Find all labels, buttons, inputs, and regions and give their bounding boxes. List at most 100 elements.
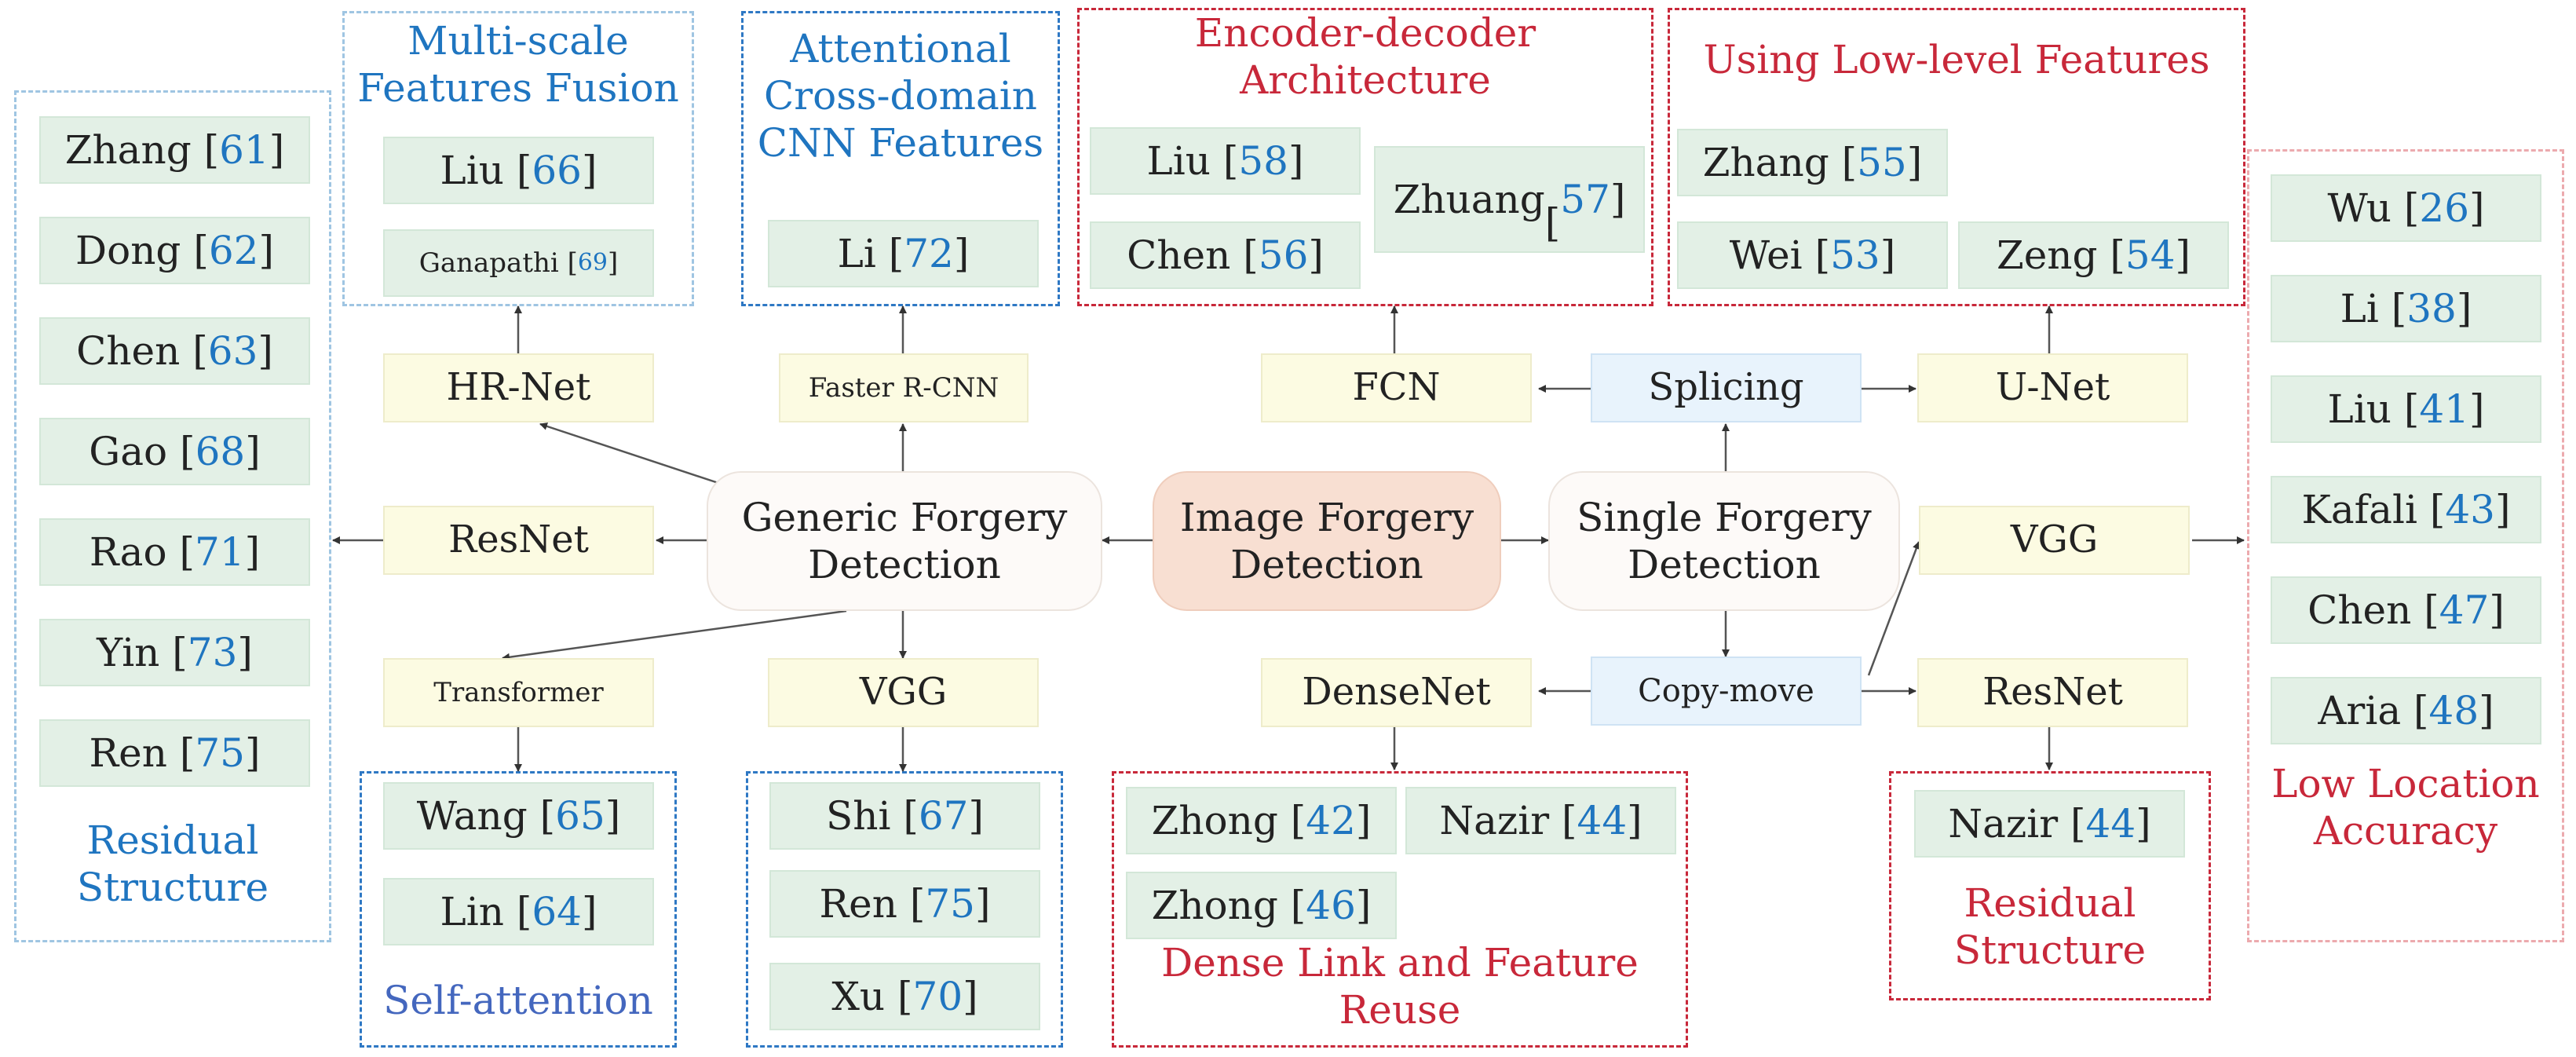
ref-card: Ren [75] <box>39 719 310 787</box>
node-faster-rcnn: Faster R-CNN <box>779 353 1029 422</box>
ref-card: Wu [26] <box>2271 174 2541 242</box>
self-attention-group <box>360 771 677 1048</box>
ref-author: Ren <box>819 881 897 927</box>
ref-number: 71 <box>194 529 245 575</box>
ref-author: Chen <box>2307 587 2412 633</box>
ref-author: Shi <box>826 793 891 839</box>
ref-card: Xu [70] <box>769 963 1040 1030</box>
ref-number: 47 <box>2439 587 2490 633</box>
ref-card: Zeng [54] <box>1958 221 2229 289</box>
ref-card: Shi [67] <box>769 782 1040 850</box>
copymove-residual-group <box>1889 771 2211 1000</box>
ref-number: 64 <box>532 889 582 934</box>
node-single-forgery-detection: Single Forgery Detection <box>1548 471 1900 611</box>
ref-author: Wu <box>2327 185 2392 231</box>
ref-card: Wang [65] <box>383 782 654 850</box>
multiscale-fusion-title: Multi-scale Features Fusion <box>357 18 679 111</box>
attentional-features-title: Attentional Cross-domain CNN Features <box>757 26 1044 166</box>
ref-author: Wang <box>416 793 528 839</box>
node-fcn: FCN <box>1261 353 1532 422</box>
ref-author: Zhuang <box>1393 177 1545 222</box>
arrow-generic-to-transformer <box>502 609 847 661</box>
node-unet: U-Net <box>1917 353 2188 422</box>
ref-card: Li [38] <box>2271 275 2541 342</box>
ref-author: Xu <box>831 974 886 1019</box>
dense-link-group <box>1112 771 1688 1048</box>
residual-structure-group <box>14 90 331 942</box>
ref-number: 75 <box>195 730 245 776</box>
ref-number: 69 <box>577 249 608 276</box>
ref-number: 44 <box>1577 798 1628 843</box>
ref-author: Li <box>837 231 876 276</box>
single-forgery-label: Single Forgery Detection <box>1577 495 1872 587</box>
ref-card: Kafali [43] <box>2271 476 2541 543</box>
node-generic-forgery-detection: Generic Forgery Detection <box>707 471 1102 611</box>
ref-number: 65 <box>555 793 605 839</box>
ref-number: 53 <box>1830 232 1880 278</box>
ref-number: 75 <box>925 881 975 927</box>
ref-author: Liu <box>2327 386 2391 432</box>
ref-card: Nazir [44] <box>1405 787 1676 854</box>
node-densenet: DenseNet <box>1261 658 1532 727</box>
ref-card: Zhang [55] <box>1677 129 1948 196</box>
ref-card: Nazir [44] <box>1914 790 2185 858</box>
ref-author: Chen <box>76 328 181 374</box>
copymove-residual-title: Residual Structure <box>1953 880 2147 973</box>
ref-number: 73 <box>187 630 238 675</box>
ref-number: 54 <box>2125 232 2176 278</box>
ref-card: Zhuang[57] <box>1374 146 1645 253</box>
ref-number: 58 <box>1238 138 1288 184</box>
ref-card: Liu [66] <box>383 137 654 204</box>
residual-structure-title: Residual Structure <box>76 817 269 910</box>
dense-link-title: Dense Link and Feature Reuse <box>1161 940 1639 1033</box>
self-attention-title: Self-attention <box>383 978 653 1023</box>
ref-card: Zhong [42] <box>1126 787 1397 854</box>
ref-number: 68 <box>195 429 246 474</box>
ref-card: Liu [58] <box>1090 127 1361 195</box>
ref-card: Yin [73] <box>39 619 310 686</box>
ref-number: 43 <box>2445 487 2495 532</box>
ref-card: Gao [68] <box>39 418 310 485</box>
node-image-forgery-detection: Image Forgery Detection <box>1153 471 1501 611</box>
multiscale-fusion-group <box>342 11 694 306</box>
ref-number: 67 <box>918 793 969 839</box>
low-level-features-title: Using Low-level Features <box>1703 37 2210 82</box>
ref-author: Zeng <box>1996 232 2098 278</box>
ref-card: Ren [75] <box>769 870 1040 938</box>
ref-number: 56 <box>1258 232 1309 278</box>
ref-number: 55 <box>1857 140 1907 185</box>
node-hrnet: HR-Net <box>383 353 654 422</box>
node-transformer: Transformer <box>383 658 654 727</box>
node-resnet-generic: ResNet <box>383 506 654 575</box>
ref-author: Nazir <box>1439 798 1550 843</box>
ref-author: Zhong <box>1151 798 1278 843</box>
ref-number: 57 <box>1560 177 1610 222</box>
ref-number: 62 <box>208 228 259 273</box>
ref-card: Chen [56] <box>1090 221 1361 289</box>
ref-card: Zhang [61] <box>39 116 310 184</box>
ref-author: Wei <box>1729 232 1803 278</box>
node-vgg-generic: VGG <box>768 658 1039 727</box>
ref-number: 61 <box>219 127 269 173</box>
node-vgg-copymove: VGG <box>1919 506 2190 575</box>
ref-number: 42 <box>1306 798 1356 843</box>
ref-card: Wei [53] <box>1677 221 1948 289</box>
ref-author: Dong <box>75 228 181 273</box>
ref-author: Rao <box>89 529 167 575</box>
ref-card: Aria [48] <box>2271 677 2541 744</box>
node-resnet-copymove: ResNet <box>1917 658 2188 727</box>
encoder-decoder-title: Encoder-decoder Architecture <box>1194 10 1536 103</box>
ref-card: Lin [64] <box>383 878 654 945</box>
ref-card: Ganapathi [69] <box>383 229 654 297</box>
low-level-features-group <box>1668 8 2245 306</box>
ref-card: Dong [62] <box>39 217 310 284</box>
encoder-decoder-group <box>1077 8 1653 306</box>
node-splicing: Splicing <box>1591 353 1862 422</box>
ref-author: Yin <box>97 630 160 675</box>
ref-card: Li [72] <box>768 220 1039 287</box>
low-location-accuracy-group <box>2247 149 2564 942</box>
ref-author: Li <box>2340 286 2379 331</box>
ref-number: 70 <box>912 974 963 1019</box>
